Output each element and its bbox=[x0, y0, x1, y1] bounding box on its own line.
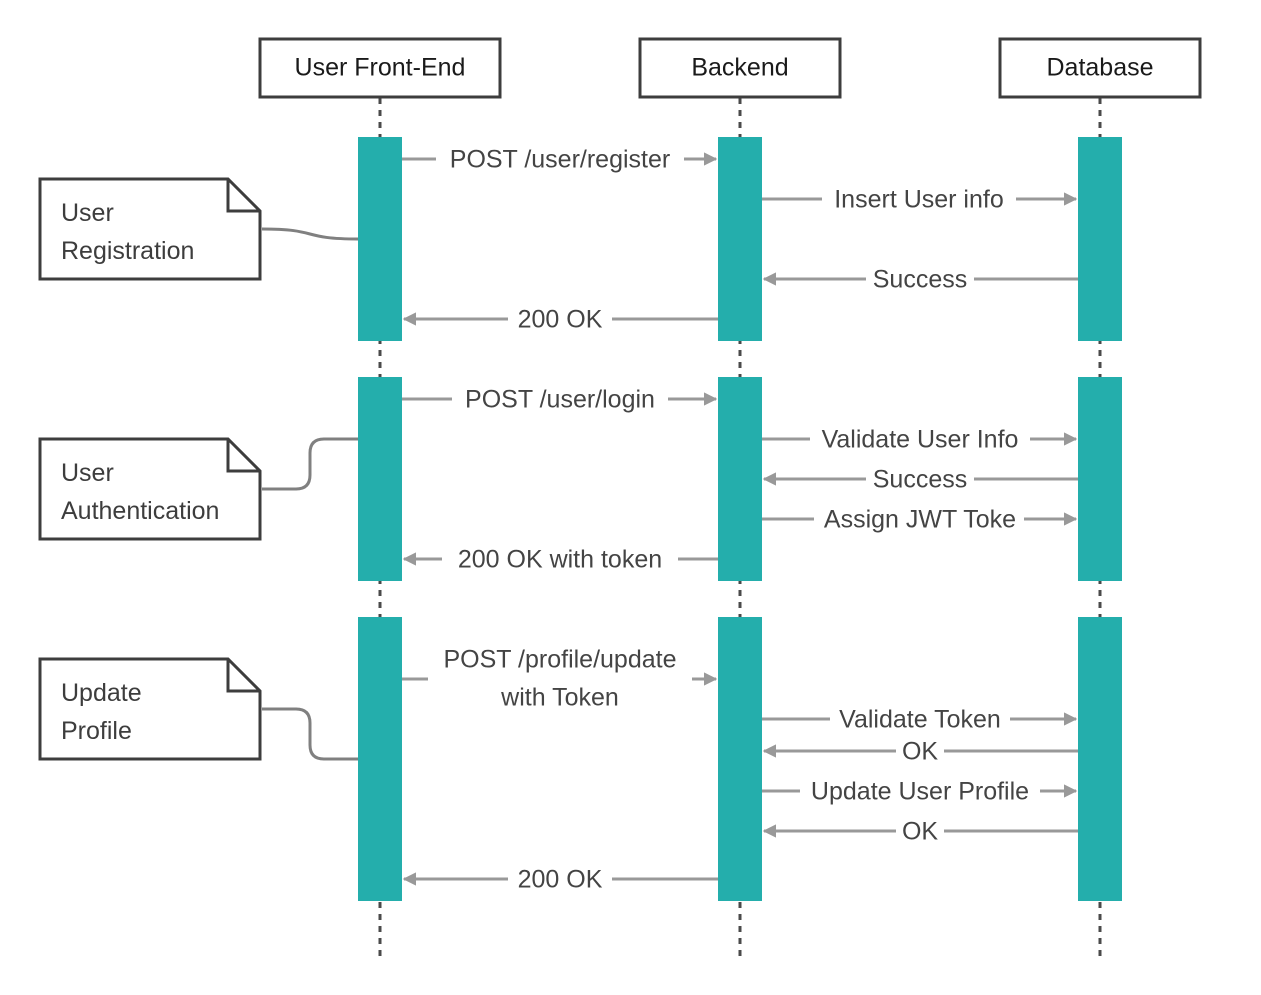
message-label-post-login: POST /user/login bbox=[465, 386, 655, 414]
participant-backend-label: Backend bbox=[691, 54, 788, 82]
activation-backend-registration bbox=[718, 137, 762, 341]
message-label-insert-user: Insert User info bbox=[834, 186, 1004, 214]
message-arrows bbox=[402, 152, 1078, 886]
note-user-registration-line-2: Registration bbox=[61, 237, 194, 265]
note-user-registration-line-1: User bbox=[61, 199, 114, 227]
message-label-post-profile-line-2: with Token bbox=[500, 684, 619, 712]
message-label-200ok-token: 200 OK with token bbox=[458, 546, 662, 574]
message-label-200ok-2: 200 OK bbox=[518, 866, 603, 894]
participant-database: Database bbox=[998, 37, 1202, 99]
activation-database-registration bbox=[1078, 137, 1122, 341]
message-label-post-profile-line-1: POST /profile/update bbox=[443, 646, 676, 674]
message-label-assign-jwt: Assign JWT Toke bbox=[824, 506, 1016, 534]
activation-backend-update bbox=[718, 617, 762, 901]
participant-frontend: User Front-End bbox=[258, 37, 502, 99]
message-label-validate-user: Validate User Info bbox=[822, 426, 1019, 454]
activation-backend-authentication bbox=[718, 377, 762, 581]
message-labels: POST /user/register Insert User info Suc… bbox=[443, 146, 1029, 894]
note-user-registration: User Registration bbox=[38, 177, 262, 281]
note-user-authentication-line-2: Authentication bbox=[61, 497, 219, 525]
activation-frontend-authentication bbox=[358, 377, 402, 581]
note-user-authentication-line-1: User bbox=[61, 459, 114, 487]
note-update-profile-line-2: Profile bbox=[61, 717, 132, 745]
note-connector-authentication bbox=[262, 437, 358, 491]
note-connector-update bbox=[262, 707, 358, 761]
message-label-success-2: Success bbox=[873, 466, 967, 494]
message-label-validate-token: Validate Token bbox=[839, 706, 1001, 734]
activation-frontend-update bbox=[358, 617, 402, 901]
note-update-profile-line-1: Update bbox=[61, 679, 142, 707]
note-user-authentication: User Authentication bbox=[38, 437, 262, 541]
activation-database-authentication bbox=[1078, 377, 1122, 581]
message-label-update-user-profile: Update User Profile bbox=[811, 778, 1029, 806]
activation-frontend-registration bbox=[358, 137, 402, 341]
note-connector-registration bbox=[261, 227, 359, 241]
participant-database-label: Database bbox=[1046, 54, 1153, 82]
participant-backend: Backend bbox=[638, 37, 842, 99]
message-label-200ok-1: 200 OK bbox=[518, 306, 603, 334]
message-label-ok-2: OK bbox=[902, 818, 938, 846]
message-label-post-register: POST /user/register bbox=[450, 146, 670, 174]
message-label-success-1: Success bbox=[873, 266, 967, 294]
activation-database-update bbox=[1078, 617, 1122, 901]
participant-frontend-label: User Front-End bbox=[295, 54, 466, 82]
message-label-ok-1: OK bbox=[902, 738, 938, 766]
note-update-profile: Update Profile bbox=[38, 657, 262, 761]
